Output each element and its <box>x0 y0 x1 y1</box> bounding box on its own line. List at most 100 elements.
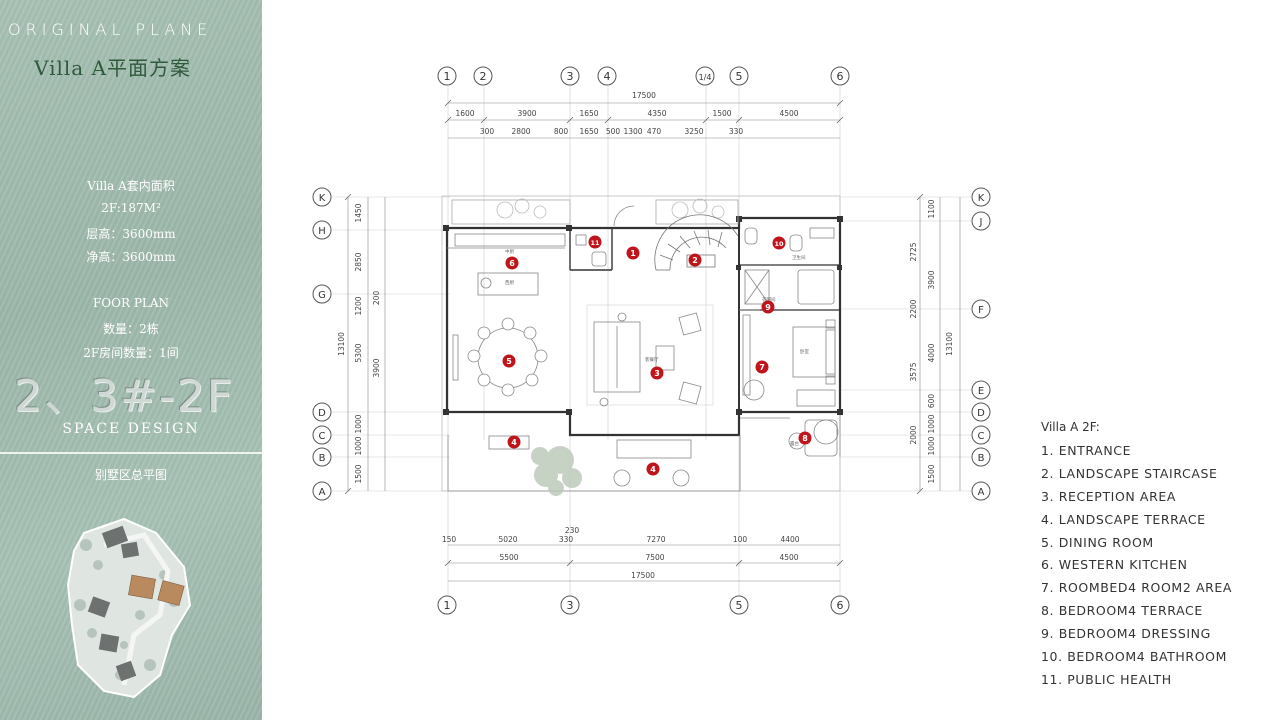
room-label-terrace: 露台 <box>790 440 799 447</box>
dim-left-4: 1200 <box>354 296 363 315</box>
kitchen-area <box>447 233 566 296</box>
bedroom <box>739 309 836 407</box>
legend-item: 10. BEDROOM4 BATHROOM <box>1041 649 1227 665</box>
dim-top2-7: 470 <box>647 127 662 136</box>
dim-top-total: 17500 <box>632 91 656 100</box>
svg-text:5: 5 <box>736 599 743 612</box>
floor-code: 2、3#-2F <box>14 371 235 422</box>
dim-right-5: 600 <box>927 394 936 409</box>
axis-bubble-bottom-3: 3 <box>560 595 580 615</box>
svg-text:A: A <box>978 487 985 498</box>
marker-5: 5 <box>502 354 516 368</box>
svg-text:5: 5 <box>506 357 512 366</box>
marker-10: 10 <box>772 236 786 250</box>
dim-bot-5: 7270 <box>646 535 665 544</box>
axis-bubble-right-F: F <box>971 299 991 319</box>
public-health-room <box>575 234 607 267</box>
room-label-bedroom: 卧室 <box>800 348 809 355</box>
svg-text:B: B <box>319 453 326 464</box>
marker-8: 8 <box>798 431 812 445</box>
svg-text:3: 3 <box>567 599 574 612</box>
axis-bubble-left-C: C <box>312 425 332 445</box>
building-walls <box>441 195 843 492</box>
top-planters <box>451 198 739 227</box>
dim-left-7: 1000 <box>354 414 363 433</box>
dim-right-8: 1000 <box>927 436 936 455</box>
dim-top2-3: 800 <box>554 127 569 136</box>
dim-left-6: 3900 <box>372 358 381 377</box>
axis-bubble-right-C: C <box>971 425 991 445</box>
dim-right-7: 2000 <box>909 425 918 444</box>
space-design-label: SPACE DESIGN <box>62 421 200 437</box>
axis-bubble-bottom-6: 6 <box>830 595 850 615</box>
dim-right-6: 1000 <box>927 414 936 433</box>
room-legend: 1. ENTRANCE 2. LANDSCAPE STAIRCASE 3. RE… <box>1041 443 1232 695</box>
dim-top2-4: 1650 <box>579 127 598 136</box>
dim-left-8: 1000 <box>354 436 363 455</box>
axis-bubble-right-J: J <box>971 211 991 231</box>
bathroom <box>744 227 835 305</box>
living-area <box>586 304 714 407</box>
panel-divider <box>0 452 262 454</box>
dim-bot-2: 5020 <box>498 535 517 544</box>
dim-top-5: 1500 <box>712 109 731 118</box>
marker-1: 1 <box>626 246 640 260</box>
axis-bubble-right-K: K <box>971 187 991 207</box>
axis-grid-lines <box>332 86 972 600</box>
axis-bubble-top-3: 3 <box>560 66 580 86</box>
axis-bubble-top-2: 2 <box>473 66 493 86</box>
axis-bubble-top-1: 1 <box>437 66 457 86</box>
dim-bot2-1: 5500 <box>499 553 518 562</box>
axis-bubble-right-E: E <box>971 380 991 400</box>
svg-text:4: 4 <box>511 438 517 447</box>
bottom-axis-bubbles: 1 3 5 6 <box>437 595 850 615</box>
building-count: 数量：2栋 <box>103 322 159 336</box>
dim-right-9: 1500 <box>927 464 936 483</box>
room-markers: 1 2 3 4 4 5 6 7 8 9 10 11 <box>502 235 812 476</box>
svg-text:1: 1 <box>630 249 636 258</box>
marker-4a: 4 <box>507 435 521 449</box>
area-value: 2F:187M² <box>101 201 161 215</box>
marker-4b: 4 <box>646 462 660 476</box>
dim-right-total: 13100 <box>945 332 954 356</box>
dim-right-3: 2200 <box>909 299 918 318</box>
marker-6: 6 <box>505 256 519 270</box>
dim-left-total: 13100 <box>337 332 346 356</box>
svg-text:B: B <box>978 453 985 464</box>
villa-plan-title: Villa A平面方案 <box>34 56 192 80</box>
dim-bot-total: 17500 <box>631 571 655 580</box>
svg-text:9: 9 <box>765 303 771 312</box>
clear-height: 净高：3600mm <box>86 250 176 264</box>
room-label-living: 客餐厅 <box>645 356 659 363</box>
site-plan-title: 别墅区总平图 <box>94 468 167 482</box>
marker-9: 9 <box>761 300 775 314</box>
svg-text:2: 2 <box>692 256 698 265</box>
svg-text:G: G <box>318 290 326 301</box>
room-label-dressing: 衣帽间 <box>762 296 776 303</box>
right-axis-bubbles: K J F E D C B A <box>971 187 991 501</box>
dim-left-5: 5300 <box>354 343 363 362</box>
dim-top2-6: 1300 <box>623 127 642 136</box>
svg-text:11: 11 <box>590 239 600 247</box>
axis-bubble-left-G: G <box>312 284 332 304</box>
dim-right-4: 3575 <box>909 362 918 381</box>
legend-item: 4. LANDSCAPE TERRACE <box>1041 511 1206 527</box>
svg-text:3: 3 <box>567 70 574 83</box>
dim-left-9: 1500 <box>354 464 363 483</box>
axis-bubble-right-B: B <box>971 447 991 467</box>
top-axis-bubbles: 1 2 3 4 1/4 5 6 <box>437 66 850 86</box>
left-axis-bubbles: K H G D C B A <box>312 187 332 501</box>
room-label-kitchen: 中厨 <box>505 248 514 255</box>
svg-text:6: 6 <box>837 599 844 612</box>
svg-text:1/4: 1/4 <box>699 73 712 82</box>
dim-left-3: 200 <box>372 291 381 306</box>
svg-text:J: J <box>979 217 983 228</box>
svg-text:3: 3 <box>654 369 660 378</box>
dim-top2-8: 3250 <box>684 127 703 136</box>
left-dimension-texts: 1450 2850 200 1200 5300 3900 1000 1000 1… <box>337 203 381 483</box>
axis-bubble-left-D: D <box>312 402 332 422</box>
dim-right-b2: 4000 <box>927 343 936 362</box>
dim-bot-4: 330 <box>559 535 574 544</box>
dimension-texts: 17500 1600 3900 1650 4350 1500 4500 300 … <box>442 91 800 580</box>
legend-item: 3. RECEPTION AREA <box>1041 488 1177 504</box>
